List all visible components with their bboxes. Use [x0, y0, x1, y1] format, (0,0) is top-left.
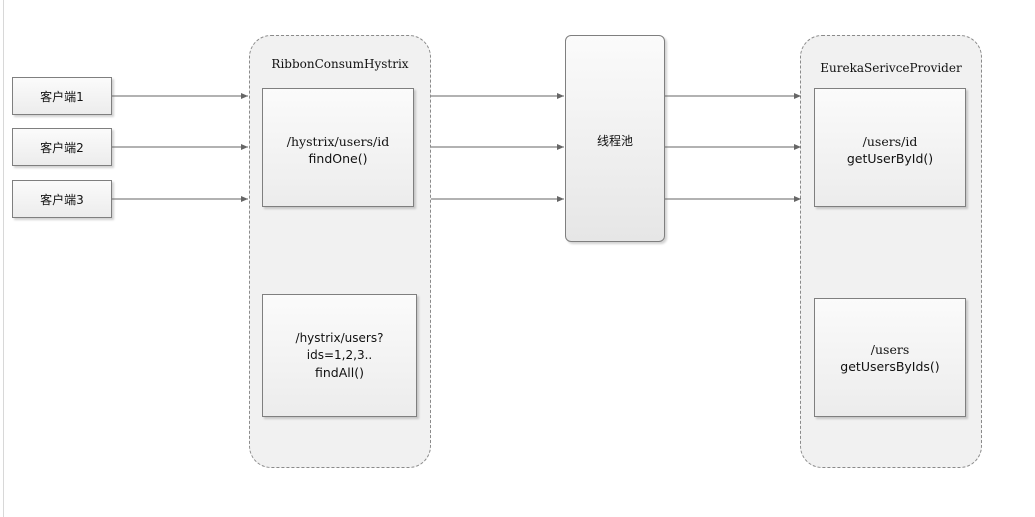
endpoint-method: findAll(): [315, 365, 364, 380]
endpoint-path: /hystrix/users/id: [286, 134, 390, 149]
client-box-1[interactable]: 客户端1: [12, 77, 112, 115]
client-box-2[interactable]: 客户端2: [12, 128, 112, 166]
endpoint-path: /users/id: [862, 134, 918, 149]
provider-endpoint-getuserbyid[interactable]: /users/id getUserById(): [814, 88, 966, 207]
endpoint-method: getUserById(): [846, 151, 934, 166]
endpoint-path: /hystrix/users?ids=1,2,3..: [295, 331, 384, 362]
endpoint-method: findOne(): [308, 151, 368, 166]
endpoint-method: getUsersByIds(): [840, 358, 940, 374]
thread-pool-box[interactable]: 线程池: [565, 35, 665, 242]
client-label: 客户端1: [40, 89, 84, 104]
consumer-service-title: RibbonConsumHystrix: [271, 57, 409, 71]
client-label: 客户端2: [40, 140, 84, 155]
client-box-3[interactable]: 客户端3: [12, 180, 112, 218]
consumer-endpoint-findall[interactable]: /hystrix/users?ids=1,2,3.. findAll(): [262, 294, 417, 417]
endpoint-path: /users: [870, 341, 910, 357]
client-label: 客户端3: [40, 192, 84, 207]
provider-endpoint-getusersbyids[interactable]: /users getUsersByIds(): [814, 298, 966, 417]
thread-pool-label: 线程池: [596, 134, 633, 148]
canvas-left-edge: [3, 0, 4, 517]
provider-service-title: EurekaSerivceProvider: [820, 61, 962, 75]
consumer-endpoint-findone[interactable]: /hystrix/users/id findOne(): [262, 88, 414, 207]
